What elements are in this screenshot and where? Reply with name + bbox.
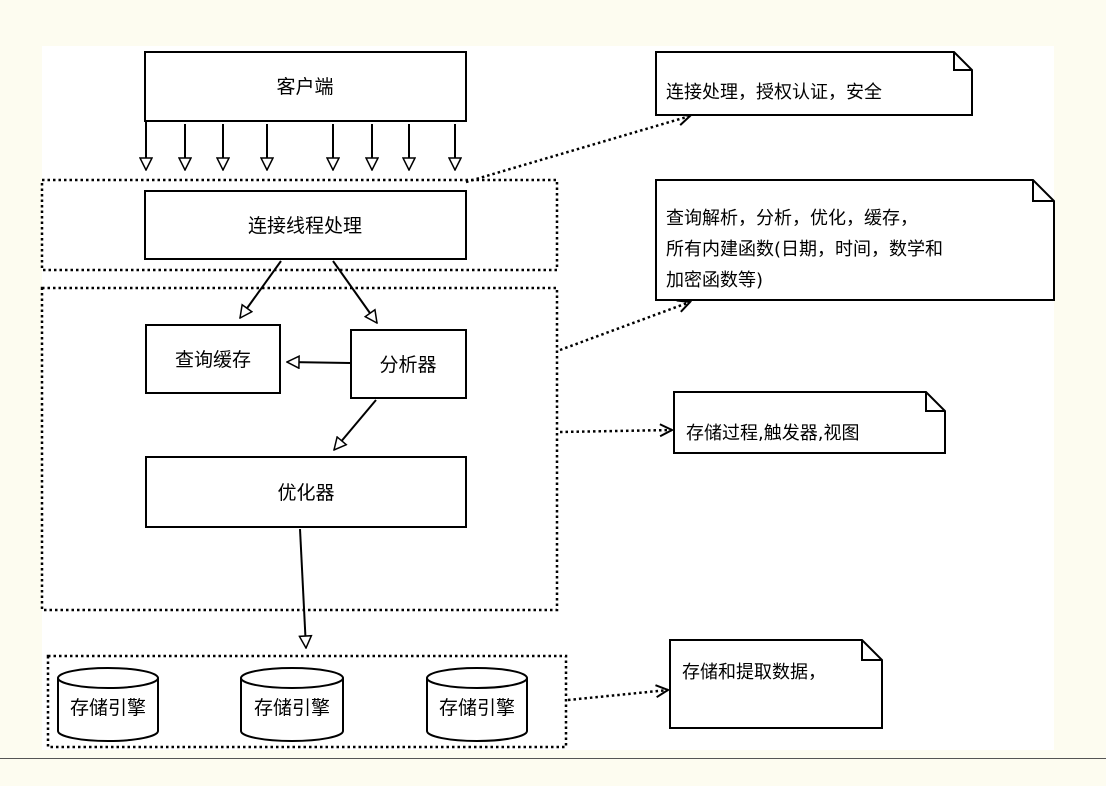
note-procedures-line-1: 存储过程,触发器,视图: [686, 423, 859, 444]
note-query-line-2: 所有内建函数(日期，时间，数学和: [666, 239, 943, 260]
arrow-parser-to-optimizer: [334, 399, 377, 450]
optimizer-label: 优化器: [277, 482, 334, 504]
arrow-connection-to-parser: [332, 260, 377, 323]
optimizer-box: 优化器: [145, 456, 467, 528]
server-layer-frame: [40, 286, 559, 612]
connector-query-note: [559, 302, 690, 352]
note-query-line-3: 加密函数等): [666, 270, 763, 291]
parser-box: 分析器: [350, 329, 467, 399]
note-query-line-1: 查询解析，分析，优化，缓存，: [666, 208, 918, 229]
query-cache-label: 查询缓存: [175, 349, 251, 371]
storage-engine-1: 存储引擎: [57, 667, 159, 742]
note-connection-line-1: 连接处理，授权认证，安全: [666, 82, 882, 103]
note-query: 查询解析，分析，优化，缓存， 所有内建函数(日期，时间，数学和 加密函数等): [655, 179, 1055, 301]
storage-engine-3: 存储引擎: [426, 667, 528, 742]
note-connectors: [465, 116, 690, 702]
note-storage-line-1: 存储和提取数据，: [682, 662, 826, 683]
parser-label: 分析器: [379, 354, 436, 376]
connection-thread-box: 连接线程处理: [144, 190, 467, 260]
storage-layer-frame: [46, 654, 568, 749]
connector-connection-note: [465, 116, 690, 184]
storage-engine-3-label: 存储引擎: [439, 697, 515, 719]
storage-engine-2-label: 存储引擎: [254, 697, 330, 719]
internal-flow-arrows: [240, 260, 377, 648]
arrow-optimizer-to-engines: [300, 528, 306, 648]
storage-engine-2: 存储引擎: [240, 667, 344, 742]
arrow-connection-to-cache: [240, 260, 282, 318]
connector-procedures-note: [559, 430, 672, 432]
arrow-parser-to-cache: [287, 362, 351, 363]
client-box: 客户端: [144, 51, 467, 122]
note-procedures: 存储过程,触发器,视图: [673, 391, 946, 454]
query-cache-box: 查询缓存: [145, 324, 281, 394]
storage-engine-1-label: 存储引擎: [70, 697, 146, 719]
connection-thread-label: 连接线程处理: [248, 215, 362, 237]
client-label: 客户端: [276, 76, 333, 98]
client-connection-arrows: [146, 122, 455, 170]
note-storage: 存储和提取数据，: [669, 639, 883, 729]
note-connection: 连接处理，授权认证，安全: [655, 51, 973, 116]
bottom-divider: [0, 758, 1106, 759]
connector-storage-note: [567, 690, 668, 702]
